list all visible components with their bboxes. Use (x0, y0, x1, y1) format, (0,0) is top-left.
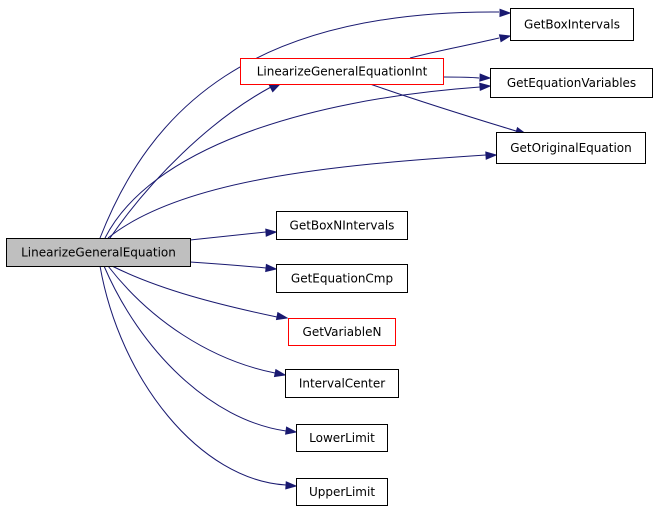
edges-layer (99, 8, 528, 490)
arrowhead (285, 426, 298, 435)
arrowhead (265, 228, 278, 237)
arrowhead (268, 83, 282, 93)
node-box[interactable] (6, 238, 191, 267)
node-box[interactable] (288, 318, 396, 346)
edge-line (442, 76, 480, 79)
node-gbi[interactable]: GetBoxIntervals (510, 8, 634, 41)
node-label: GetVariableN (303, 325, 382, 339)
node-box[interactable] (276, 211, 408, 240)
edge-line (111, 265, 278, 318)
node-lgei[interactable]: LinearizeGeneralEquationInt (240, 58, 444, 85)
edge-line (109, 86, 272, 239)
node-label: LowerLimit (309, 431, 375, 445)
node-label: GetEquationVariables (507, 76, 636, 90)
edge-root-to-ic (107, 265, 287, 378)
edge-line (189, 261, 267, 269)
node-box[interactable] (490, 68, 653, 98)
edge-line (103, 265, 287, 432)
edge-root-to-gbi (99, 8, 512, 239)
edge-root-to-goe (107, 151, 498, 239)
node-label: GetOriginalEquation (510, 141, 632, 155)
node-box[interactable] (276, 264, 408, 293)
edge-root-to-lgei (109, 83, 282, 239)
node-box[interactable] (285, 369, 399, 398)
arrowhead (499, 8, 512, 18)
arrowhead (479, 73, 492, 82)
edge-line (107, 154, 487, 239)
node-gvn[interactable]: GetVariableN (288, 318, 396, 346)
node-box[interactable] (510, 8, 634, 41)
edge-line (104, 86, 481, 239)
node-gev[interactable]: GetEquationVariables (490, 68, 653, 98)
node-label: GetEquationCmp (291, 272, 393, 286)
node-ic[interactable]: IntervalCenter (285, 369, 399, 398)
edge-root-to-gvn (111, 265, 289, 321)
edge-line (189, 231, 267, 241)
arrowhead (498, 34, 512, 43)
edge-line (409, 37, 500, 59)
arrowhead (265, 263, 278, 273)
node-box[interactable] (240, 58, 444, 85)
edge-root-to-gbni (189, 228, 278, 241)
node-root[interactable]: LinearizeGeneralEquation (6, 238, 191, 267)
edge-line (99, 265, 287, 486)
node-label: UpperLimit (309, 485, 375, 499)
edge-lgei-to-gbi (409, 34, 512, 59)
node-box[interactable] (296, 478, 388, 506)
edge-root-to-ll (103, 265, 298, 435)
edge-line (107, 265, 276, 374)
node-gec[interactable]: GetEquationCmp (276, 264, 408, 293)
node-label: LinearizeGeneralEquationInt (257, 65, 428, 79)
edge-root-to-ul (99, 265, 298, 490)
edge-root-to-gec (189, 261, 278, 273)
node-box[interactable] (496, 132, 646, 164)
arrowhead (285, 481, 298, 490)
node-label: LinearizeGeneralEquation (21, 246, 176, 260)
edge-line (99, 11, 500, 239)
node-gbni[interactable]: GetBoxNIntervals (276, 211, 408, 240)
arrowhead (479, 82, 492, 91)
node-box[interactable] (296, 424, 388, 452)
node-label: GetBoxIntervals (524, 18, 620, 32)
edge-lgei-to-gev (442, 73, 492, 82)
node-goe[interactable]: GetOriginalEquation (496, 132, 646, 164)
nodes-layer: LinearizeGeneralEquation LinearizeGeneral… (6, 8, 653, 506)
arrowhead (273, 368, 287, 378)
arrowhead (275, 311, 289, 321)
edge-line (369, 83, 517, 132)
edge-root-to-gev (104, 82, 492, 239)
arrowhead (485, 151, 498, 160)
node-ul[interactable]: UpperLimit (296, 478, 388, 506)
node-label: IntervalCenter (299, 377, 385, 391)
node-label: GetBoxNIntervals (290, 219, 395, 233)
node-ll[interactable]: LowerLimit (296, 424, 388, 452)
